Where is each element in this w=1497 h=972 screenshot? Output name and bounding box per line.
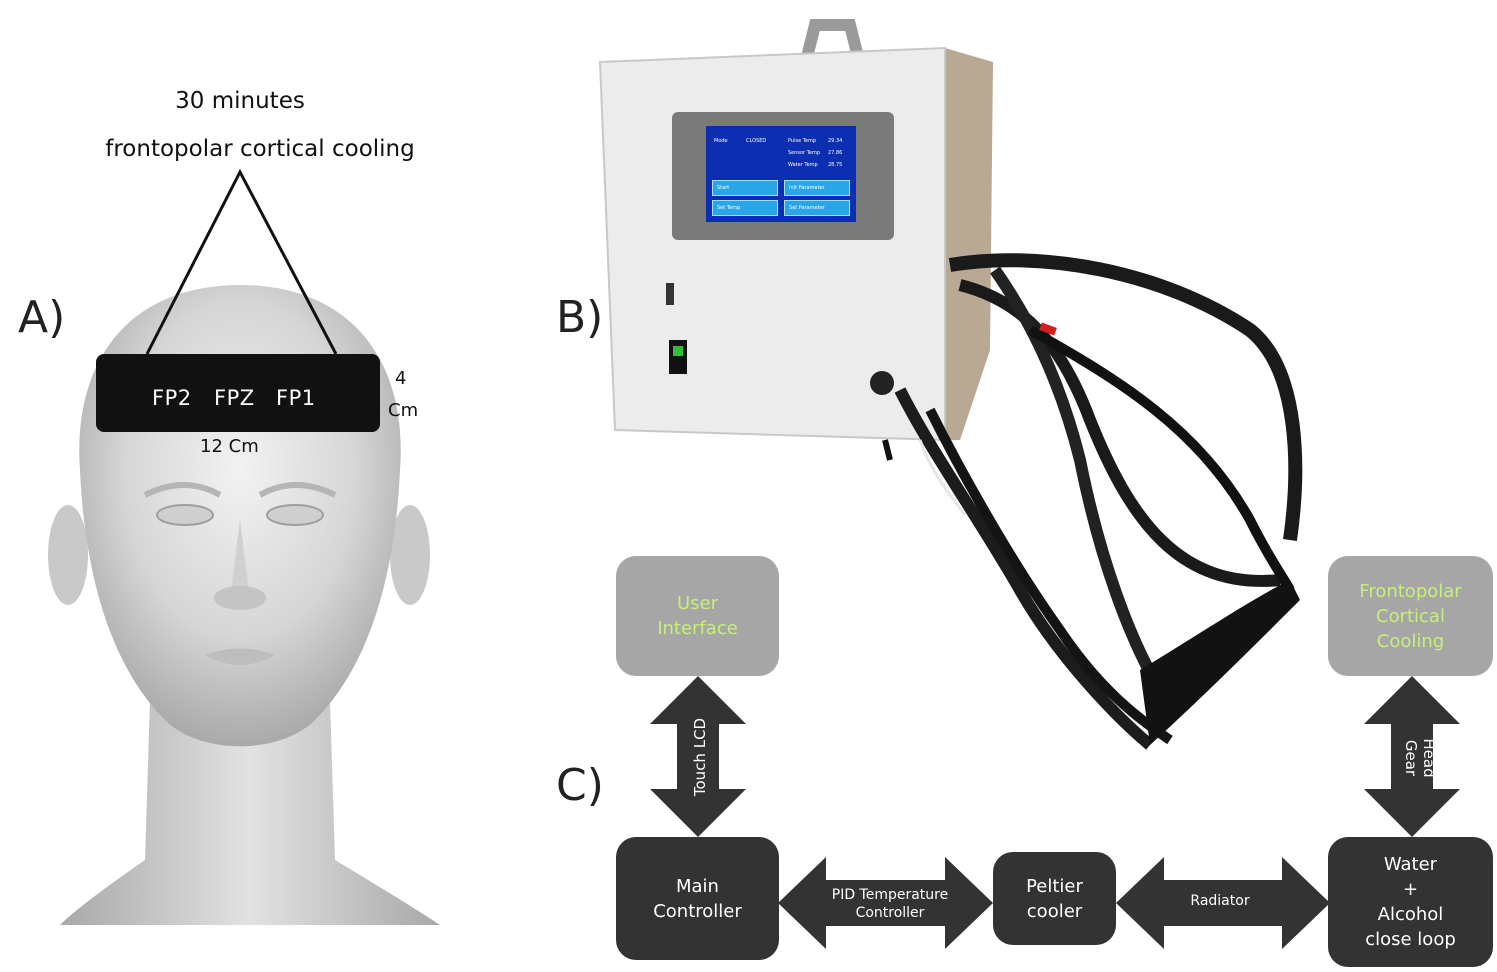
water-alcohol-loop-box: Water + Alcohol close loop [1328, 837, 1493, 967]
head-gear-arrow [1364, 676, 1460, 837]
lcd-row-1-label: Pulse Temp [788, 138, 817, 144]
lcd-row-2-label: Sensor Temp [788, 150, 821, 156]
caption-description: frontopolar cortical cooling [105, 136, 415, 162]
user-interface-box: User Interface [616, 556, 779, 676]
electrode-band [96, 354, 380, 432]
lcd-row-3-label: Water Temp [788, 162, 818, 168]
band-height-unit: Cm [388, 400, 419, 421]
panel-c-letter: C) [556, 760, 604, 811]
lcd-mode-label: Mode [714, 138, 728, 144]
lcd-start-button[interactable]: Start [712, 180, 778, 196]
touch-lcd-label: Touch LCD [691, 717, 709, 797]
caption-pointer-lines [145, 168, 338, 355]
lcd-row-1-value: 29.34 [828, 138, 843, 144]
lcd-set-temp-button[interactable]: Set Temp [712, 200, 778, 216]
electrode-fp2-label: FP2 [152, 386, 192, 410]
flow-arrows [650, 676, 1460, 949]
band-height-value: 4 [395, 368, 407, 389]
pid-arrow [778, 857, 993, 949]
caption-duration: 30 minutes [175, 88, 305, 114]
band-width-label: 12 Cm [200, 436, 259, 457]
pid-label: PID Temperature Controller [831, 887, 949, 921]
peltier-cooler-box: Peltier cooler [993, 852, 1116, 945]
radiator-arrow [1116, 857, 1330, 949]
lcd-screen: Mode CLOSED Pulse Temp 29.34 Sensor Temp… [706, 126, 856, 222]
lcd-init-parameter-button[interactable]: Init Parameter [784, 180, 850, 196]
cortical-cooling-box: Frontopolar Cortical Cooling [1328, 556, 1493, 676]
panel-b-letter: B) [556, 292, 604, 343]
panel-a-letter: A) [18, 292, 66, 343]
electrode-fpz-label: FPZ [214, 386, 255, 410]
lcd-row-2-value: 27.86 [828, 150, 843, 156]
electrode-fp1-label: FP1 [276, 386, 316, 410]
lcd-set-parameter-button[interactable]: Set Parameter [784, 200, 850, 216]
radiator-label: Radiator [1190, 893, 1250, 909]
lcd-mode-value: CLOSED [746, 138, 767, 144]
head-gear-label: Head Gear [1402, 738, 1438, 778]
touch-lcd-arrow [650, 676, 746, 837]
lcd-row-3-value: 28.75 [828, 162, 843, 168]
main-controller-box: Main Controller [616, 837, 779, 960]
